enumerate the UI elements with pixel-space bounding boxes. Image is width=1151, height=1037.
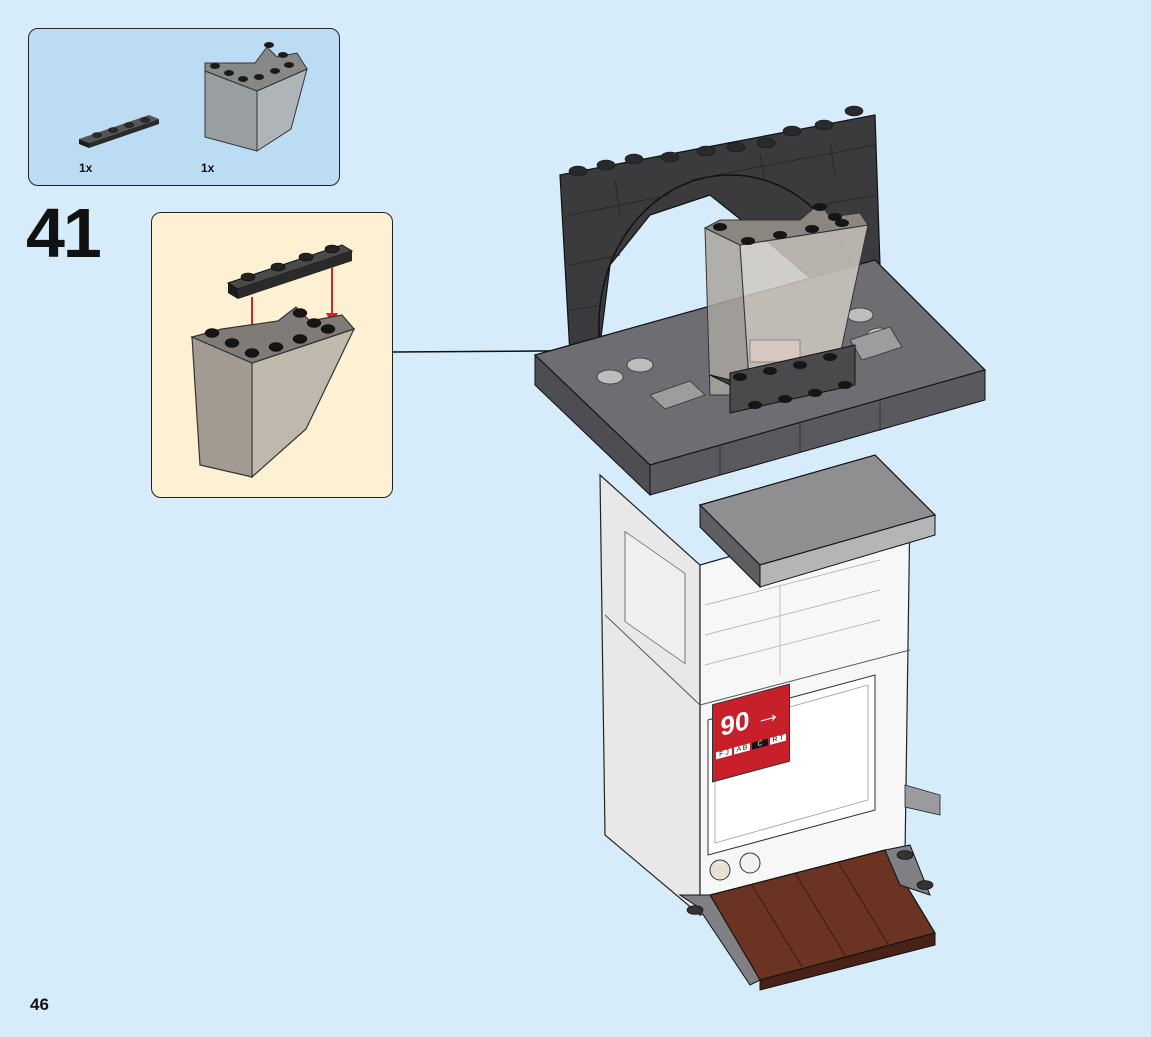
side-shelf	[904, 784, 941, 816]
part-quantity-windscreen: 1x	[201, 161, 215, 175]
black-plate-1x4-part	[79, 115, 159, 148]
main-model-illustration	[533, 105, 987, 991]
awning	[698, 454, 937, 589]
sub-assembly-callout	[151, 212, 393, 498]
placed-windscreen	[703, 202, 869, 414]
trans-windscreen-part	[204, 42, 308, 152]
part-quantity-plate: 1x	[79, 161, 93, 175]
utility-cover-icon	[709, 859, 731, 881]
step-number: 41	[26, 194, 102, 272]
brown-floor	[678, 844, 936, 991]
parts-list-box: 1x 1x	[28, 28, 340, 186]
round-tile-icon	[739, 852, 761, 874]
sign-arrow-icon: →	[755, 695, 782, 733]
page-number: 46	[30, 995, 49, 1014]
sign-route-number: 90	[720, 703, 750, 742]
sub-assembly-illustration	[190, 244, 356, 479]
building-walls	[599, 473, 911, 917]
